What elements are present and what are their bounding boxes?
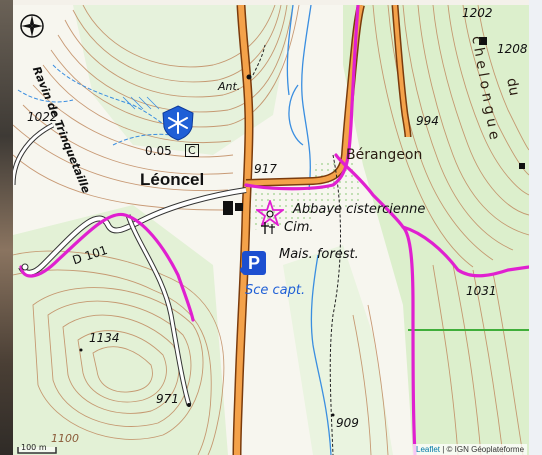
topographic-map (13, 5, 529, 455)
map-attribution: Leaflet | © IGN Géoplateforme (413, 444, 528, 455)
parking-icon: P (242, 251, 266, 275)
label-cim: Cim. (284, 220, 314, 235)
right-background-strip (529, 0, 542, 455)
elevation-1202: 1202 (462, 6, 493, 20)
footpaths (252, 44, 341, 455)
label-ant: Ant. (218, 80, 241, 93)
attribution-text: | © IGN Géoplateforme (440, 445, 525, 454)
scale-bar (17, 447, 57, 454)
elevation-971: 971 (156, 392, 179, 406)
elevation-1022: 1022 (27, 110, 58, 124)
streams (286, 5, 332, 455)
elevation-1208: 1208 (497, 42, 528, 56)
map-viewport[interactable]: P Ravin de Trinquetaille Léoncel Bérange… (13, 5, 529, 455)
label-abbaye: Abbaye cistercienne (293, 202, 426, 217)
forest-area-east (343, 5, 529, 455)
contour-lines (13, 5, 529, 455)
left-background-strip (0, 0, 13, 455)
elevation-1031: 1031 (466, 284, 497, 298)
road-d101 (13, 122, 247, 406)
elevation-1134: 1134 (89, 331, 120, 345)
label-c-box: C (185, 144, 199, 157)
elevation-1100: 1100 (51, 432, 79, 445)
cemetery-cross-icon (261, 222, 275, 234)
map-markers (21, 37, 525, 417)
abbey-star-icon (256, 200, 284, 226)
elevation-917: 917 (254, 162, 277, 176)
north-arrow-icon[interactable] (19, 13, 45, 39)
ski-area-hatch (122, 96, 160, 110)
snowflake-icon (162, 105, 194, 141)
forest-area-valley (283, 245, 393, 455)
label-mais-forest: Mais. forest. (279, 247, 359, 262)
scale-label: 100 m (21, 443, 47, 452)
elevation-994: 994 (416, 114, 439, 128)
elevation-909: 909 (336, 416, 359, 430)
forest-area-north (73, 5, 293, 155)
leaflet-link[interactable]: Leaflet (416, 445, 441, 454)
label-sce-capt: Sce capt. (245, 283, 306, 298)
scrub-dots-2 (243, 185, 313, 230)
label-berangeon: Bérangeon (346, 147, 423, 163)
label-leoncel: Léoncel (140, 170, 205, 189)
label-du: du (503, 76, 523, 98)
label-depth: 0.05 (145, 144, 172, 158)
hiking-trail (19, 5, 529, 455)
